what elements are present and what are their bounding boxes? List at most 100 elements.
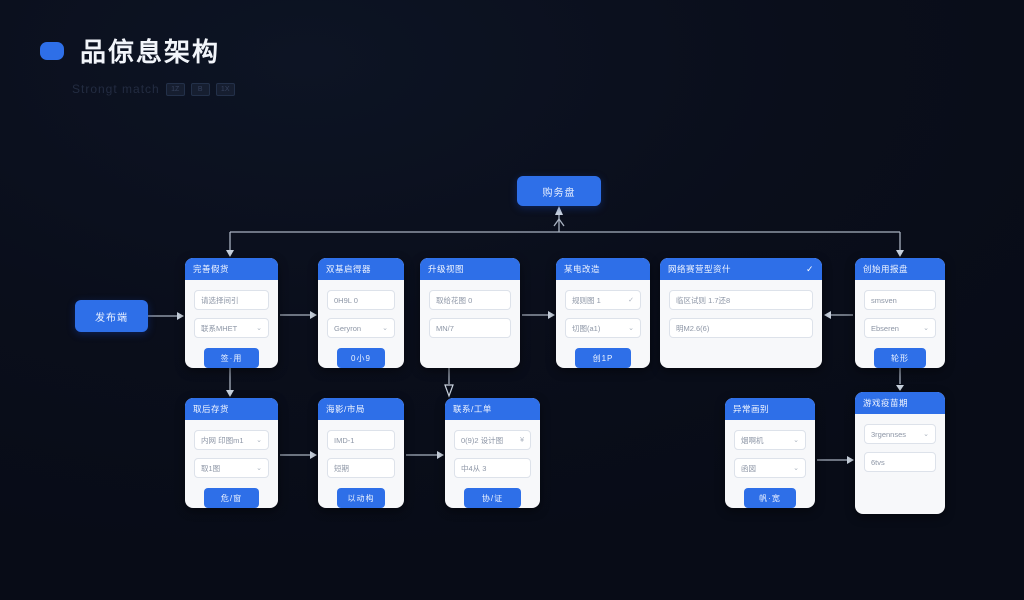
select-field[interactable]: 内网 印图m1 ⌄ [194, 430, 269, 450]
field-value: 取给花图 0 [436, 295, 473, 305]
input-field[interactable]: 6tvs [864, 452, 936, 472]
input-field[interactable]: 请选择间引 [194, 290, 269, 310]
chevron-down-icon: ⌄ [923, 431, 929, 438]
card-title: 升级视图 [428, 264, 465, 274]
card-row1-6: 创始用报盘 smsven Ebseren ⌄ 轮形 [855, 258, 945, 368]
title-row: 品倞息架构 [40, 32, 220, 69]
card-row2-4: 异常画别 烟啊机⌄ 函図⌄ 帆·宽 [725, 398, 815, 508]
input-field[interactable]: 规则图 1 ✓ [565, 290, 641, 310]
input-field[interactable]: 短期 [327, 458, 395, 478]
field-value: IMD-1 [334, 435, 355, 445]
page-title: 品倞息架构 [80, 37, 221, 67]
card-title: 联系/工单 [453, 404, 492, 414]
field-value: 明M2.6(6) [676, 323, 710, 333]
input-field[interactable]: smsven [864, 290, 936, 310]
field-value: 内网 印图m1 [201, 435, 244, 445]
input-field[interactable]: 0(9)2 设计图¥ [454, 430, 531, 450]
chevron-down-icon: ⌄ [923, 325, 929, 332]
field-value: 取1图 [201, 463, 221, 473]
card-title: 海影/市局 [326, 404, 365, 414]
check-icon: ✓ [805, 263, 814, 274]
card-title: 游戏疫苗期 [863, 398, 909, 408]
input-field[interactable]: 取给花图 0 [429, 290, 511, 310]
field-value: 短期 [334, 463, 349, 473]
field-value: 规则图 1 [572, 295, 601, 305]
chevron-down-icon: ⌄ [256, 465, 262, 472]
card-header: 联系/工单 [445, 398, 540, 420]
card-header: 取后存货 [185, 398, 278, 420]
card-title: 创始用报盘 [863, 264, 909, 274]
chevron-down-icon: ⌄ [793, 465, 799, 472]
field-value: 6tvs [871, 457, 885, 467]
card-body: 0(9)2 设计图¥ 中4从 3 协/证 [445, 420, 540, 517]
select-field[interactable]: Geryron ⌄ [327, 318, 395, 338]
card-header: 升级视图 [420, 258, 520, 280]
card-body: 3rgennses⌄ 6tvs [855, 414, 945, 514]
chevron-down-icon: ⌄ [382, 325, 388, 332]
card-row1-1: 完善假货 请选择间引 联系MHET ⌄ 签·用 [185, 258, 278, 368]
input-field[interactable]: 明M2.6(6) [669, 318, 813, 338]
card-body: smsven Ebseren ⌄ 轮形 [855, 280, 945, 377]
input-field[interactable]: 临区试则 1.7还8 [669, 290, 813, 310]
check-icon: ✓ [628, 297, 634, 304]
card-title: 完善假货 [193, 264, 230, 274]
select-field[interactable]: 联系MHET ⌄ [194, 318, 269, 338]
card-action-button[interactable]: 签·用 [204, 348, 259, 368]
card-body: 0H9L 0 Geryron ⌄ 0小9 [318, 280, 404, 377]
field-value: Geryron [334, 323, 362, 333]
field-value: 切图(a1) [572, 323, 601, 333]
card-action-button[interactable]: 危/窗 [204, 488, 259, 508]
subtitle-badge: 1Z [165, 82, 185, 96]
card-title: 网络赛营型资什 [668, 264, 732, 274]
card-title: 取后存货 [193, 404, 230, 414]
card-body: IMD-1 短期 以动构 [318, 420, 404, 517]
card-header: 海影/市局 [318, 398, 404, 420]
card-action-button[interactable]: 创1P [575, 348, 631, 368]
subtitle-badge: B [190, 82, 210, 96]
field-value: MN/7 [436, 323, 454, 333]
input-field[interactable]: 0H9L 0 [327, 290, 395, 310]
select-field[interactable]: 烟啊机⌄ [734, 430, 806, 450]
select-field[interactable]: 3rgennses⌄ [864, 424, 936, 444]
card-action-button[interactable]: 协/证 [464, 488, 521, 508]
field-value: Ebseren [871, 323, 899, 333]
card-row1-4: 某电改造 规则图 1 ✓ 切图(a1) ⌄ 创1P [556, 258, 650, 368]
card-body: 请选择间引 联系MHET ⌄ 签·用 [185, 280, 278, 377]
card-body: 临区试则 1.7还8 明M2.6(6) [660, 280, 822, 368]
card-body: 取给花图 0 MN/7 [420, 280, 520, 368]
field-value: 请选择间引 [201, 295, 239, 305]
card-action-button[interactable]: 以动构 [337, 488, 385, 508]
entry-node[interactable]: 发布端 [75, 300, 148, 332]
chevron-down-icon: ⌄ [256, 325, 262, 332]
card-action-button[interactable]: 0小9 [337, 348, 385, 368]
card-row2-5: 游戏疫苗期 3rgennses⌄ 6tvs [855, 392, 945, 514]
field-value: 0H9L 0 [334, 295, 358, 305]
subtitle-row: Strongt match 1Z B 1X [72, 82, 235, 96]
card-action-button[interactable]: 帆·宽 [744, 488, 796, 508]
card-body: 烟啊机⌄ 函図⌄ 帆·宽 [725, 420, 815, 517]
input-field[interactable]: IMD-1 [327, 430, 395, 450]
field-value: 0(9)2 设计图 [461, 435, 504, 445]
card-row1-3: 升级视图 取给花图 0 MN/7 [420, 258, 520, 368]
input-field[interactable]: 中4从 3 [454, 458, 531, 478]
chevron-down-icon: ⌄ [628, 325, 634, 332]
select-field[interactable]: Ebseren ⌄ [864, 318, 936, 338]
card-header: 某电改造 [556, 258, 650, 280]
card-title: 双基启得器 [326, 264, 372, 274]
field-value: 联系MHET [201, 323, 238, 333]
input-field[interactable]: MN/7 [429, 318, 511, 338]
card-header: 完善假货 [185, 258, 278, 280]
field-value: 烟啊机 [741, 435, 764, 445]
card-row2-3: 联系/工单 0(9)2 设计图¥ 中4从 3 协/证 [445, 398, 540, 508]
card-action-button[interactable]: 轮形 [874, 348, 926, 368]
select-field[interactable]: 函図⌄ [734, 458, 806, 478]
field-value: 临区试则 1.7还8 [676, 295, 731, 305]
select-field[interactable]: 取1图 ⌄ [194, 458, 269, 478]
card-body: 规则图 1 ✓ 切图(a1) ⌄ 创1P [556, 280, 650, 377]
select-field[interactable]: 切图(a1) ⌄ [565, 318, 641, 338]
root-node[interactable]: 购务盘 [517, 176, 601, 206]
chevron-down-icon: ⌄ [256, 437, 262, 444]
card-header: 游戏疫苗期 [855, 392, 945, 414]
card-header: 创始用报盘 [855, 258, 945, 280]
